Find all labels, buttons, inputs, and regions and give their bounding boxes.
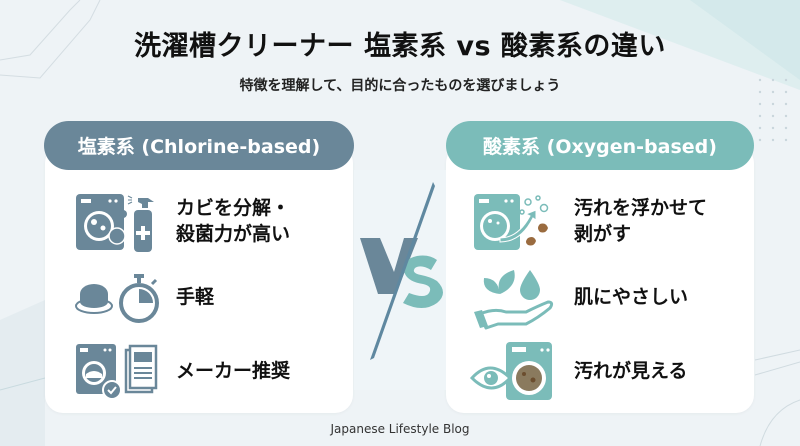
washer-bubbles-icon bbox=[470, 190, 560, 254]
oxygen-item-visible-label: 汚れが見える bbox=[574, 360, 688, 383]
chlorine-item-mold-line2: 殺菌力が高い bbox=[176, 223, 291, 245]
page-title: 洗濯槽クリーナー 塩素系 vs 酸素系の違い bbox=[134, 31, 666, 62]
oxygen-item-gentle-label: 肌にやさしい bbox=[574, 286, 689, 309]
chlorine-item-easy-label: 手軽 bbox=[176, 286, 215, 309]
oxygen-item-visible: 汚れが見える bbox=[470, 340, 687, 404]
footer-brand: Japanese Lifestyle Blog bbox=[330, 422, 470, 436]
hand-leaf-drop-icon bbox=[470, 266, 560, 330]
page-subtitle: 特徴を理解して、目的に合ったものを選びましょう bbox=[239, 78, 561, 94]
chlorine-item-easy: 手軽 bbox=[72, 266, 214, 330]
oxygen-header-label: 酸素系 (Oxygen-based) bbox=[483, 136, 717, 158]
washer-check-manual-icon bbox=[72, 340, 162, 404]
chlorine-item-mold: カビを分解・ 殺菌力が高い bbox=[72, 190, 290, 254]
chlorine-header-label: 塩素系 (Chlorine-based) bbox=[77, 136, 321, 158]
washer-mold-spray-icon bbox=[72, 190, 162, 254]
oxygen-item-lift-dirt: 汚れを浮かせて 剥がす bbox=[470, 190, 707, 254]
oxygen-item-gentle: 肌にやさしい bbox=[470, 266, 688, 330]
chlorine-item-recommended-label: メーカー推奨 bbox=[176, 360, 291, 383]
oxygen-item-lift-dirt-line1: 汚れを浮かせて bbox=[574, 197, 708, 220]
oxygen-header-pill: 酸素系 (Oxygen-based) bbox=[446, 121, 754, 170]
chlorine-item-mold-line1: カビを分解・ bbox=[176, 197, 291, 220]
vs-graphic bbox=[354, 170, 446, 390]
eye-washer-dirt-icon bbox=[470, 340, 560, 404]
chlorine-item-recommended: メーカー推奨 bbox=[72, 340, 290, 404]
tablet-timer-icon bbox=[72, 266, 162, 330]
chlorine-header-pill: 塩素系 (Chlorine-based) bbox=[44, 121, 354, 170]
oxygen-item-lift-dirt-line2: 剥がす bbox=[574, 223, 632, 245]
